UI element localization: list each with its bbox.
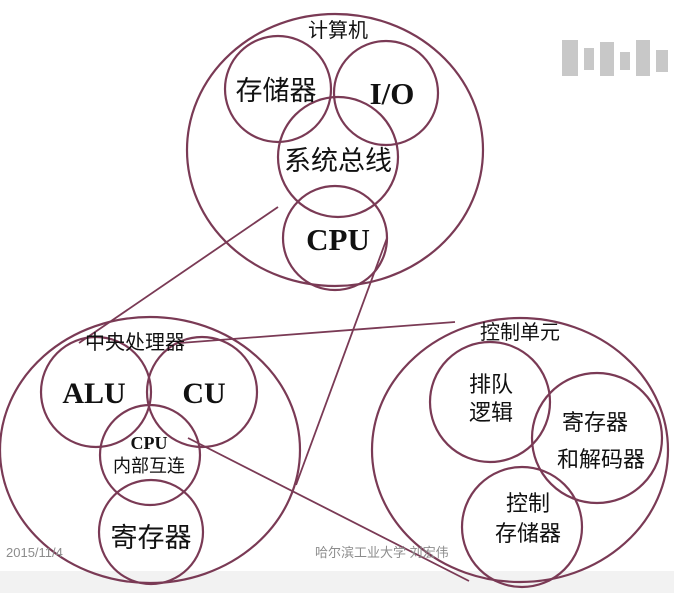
control-memory-label-2: 存储器	[495, 522, 561, 547]
cpu-label: CPU	[306, 222, 370, 257]
footer-author: 哈尔滨工业大学 刘宏伟	[315, 545, 449, 560]
io-label: I/O	[370, 76, 415, 111]
control-memory-label-1: 控制	[506, 492, 550, 517]
alu-label: ALU	[62, 377, 125, 410]
register-decoder-circle	[532, 373, 662, 503]
register-decoder-label-1: 寄存器	[562, 411, 628, 436]
footer-date: 2015/11/4	[6, 545, 63, 560]
system-bus-label: 系统总线	[284, 146, 392, 177]
queue-logic-label-2: 逻辑	[469, 401, 513, 426]
memory-label: 存储器	[236, 76, 317, 107]
cu-label: CU	[182, 377, 225, 410]
cpu-detail-title: 中央处理器	[85, 330, 185, 354]
zoom-line-cpu-right	[296, 238, 387, 485]
blurred-watermark	[562, 40, 668, 76]
computer-title: 计算机	[308, 18, 368, 42]
queue-logic-label-1: 排队	[469, 373, 513, 398]
control-unit-title: 控制单元	[480, 320, 560, 344]
interconnect-label-1: CPU	[131, 433, 168, 453]
registers-label: 寄存器	[111, 523, 192, 554]
register-decoder-label-2: 和解码器	[557, 448, 645, 473]
computer-group: 计算机 存储器 I/O 系统总线 CPU	[187, 14, 483, 290]
interconnect-label-2: 内部互连	[113, 456, 185, 477]
interconnect-circle	[100, 405, 200, 505]
cpu-detail-group: 中央处理器 ALU CU CPU 内部互连 寄存器	[0, 317, 300, 584]
